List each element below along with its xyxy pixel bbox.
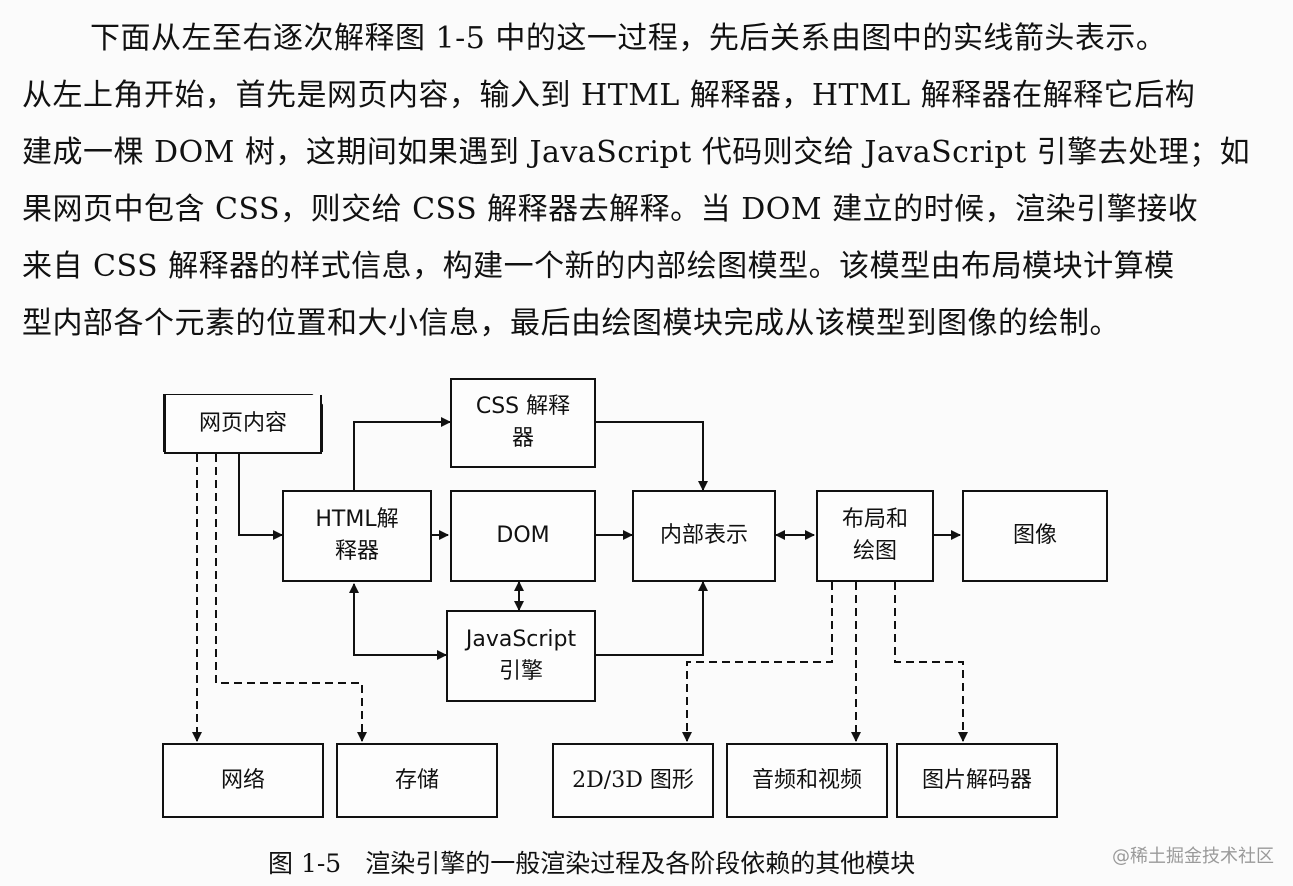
image-decoder-box: 图片解码器 bbox=[896, 743, 1058, 818]
image-box: 图像 bbox=[962, 490, 1108, 582]
dom-box: DOM bbox=[450, 490, 596, 582]
layout-paint-box: 布局和 绘图 bbox=[816, 490, 934, 582]
css-interpreter-label-line2: 器 bbox=[511, 426, 534, 451]
web-content-box: 网页内容 bbox=[164, 395, 322, 454]
figure-caption: 图 1-5 渲染引擎的一般渲染过程及各阶段依赖的其他模块 bbox=[268, 844, 915, 880]
javascript-engine-label-line2: 引擎 bbox=[498, 659, 543, 684]
internal-representation-box: 内部表示 bbox=[632, 490, 776, 582]
figure-caption-text: 渲染引擎的一般渲染过程及各阶段依赖的其他模块 bbox=[365, 849, 916, 878]
css-interpreter-label-line1: CSS 解释 bbox=[475, 394, 571, 419]
paragraph-line: 果网页中包含 CSS，则交给 CSS 解释器去解释。当 DOM 建立的时候，渲染… bbox=[22, 192, 1199, 227]
web-content-label: 网页内容 bbox=[198, 410, 287, 436]
paragraph-line: 从左上角开始，首先是网页内容，输入到 HTML 解释器，HTML 解释器在解释它… bbox=[22, 78, 1196, 113]
network-label: 网络 bbox=[220, 767, 265, 793]
paragraph-line: 建成一棵 DOM 树，这期间如果遇到 JavaScript 代码则交给 Java… bbox=[22, 135, 1251, 170]
layout-paint-label-line2: 绘图 bbox=[852, 539, 897, 564]
watermark: @稀土掘金技术社区 bbox=[1112, 846, 1274, 867]
paragraph-line: 型内部各个元素的位置和大小信息，最后由绘图模块完成从该模型到图像的绘制。 bbox=[22, 306, 1120, 341]
html-interpreter-box: HTML解 释器 bbox=[282, 490, 432, 582]
graphics-2d3d-label: 2D/3D 图形 bbox=[572, 767, 694, 793]
css-interpreter-box: CSS 解释 器 bbox=[450, 378, 596, 468]
network-box: 网络 bbox=[162, 743, 324, 818]
javascript-engine-box: JavaScript 引擎 bbox=[446, 610, 596, 702]
dom-label: DOM bbox=[496, 523, 550, 548]
javascript-engine-label-line1: JavaScript bbox=[465, 627, 577, 652]
html-interpreter-label-line2: 释器 bbox=[334, 539, 379, 564]
internal-representation-label: 内部表示 bbox=[659, 523, 748, 548]
layout-paint-label-line1: 布局和 bbox=[841, 507, 908, 532]
storage-label: 存储 bbox=[394, 767, 439, 793]
storage-box: 存储 bbox=[336, 743, 498, 818]
image-decoder-label: 图片解码器 bbox=[921, 767, 1032, 793]
audio-video-label: 音频和视频 bbox=[751, 767, 862, 793]
graphics-2d3d-box: 2D/3D 图形 bbox=[552, 743, 714, 818]
paragraph-line: 下面从左至右逐次解释图 1-5 中的这一过程，先后关系由图中的实线箭头表示。 bbox=[90, 21, 1167, 56]
paragraph-line: 来自 CSS 解释器的样式信息，构建一个新的内部绘图模型。该模型由布局模块计算模 bbox=[22, 249, 1175, 284]
figure-number: 图 1-5 bbox=[268, 849, 342, 878]
image-label: 图像 bbox=[1012, 523, 1057, 548]
body-paragraph: 下面从左至右逐次解释图 1-5 中的这一过程，先后关系由图中的实线箭头表示。 从… bbox=[22, 10, 1267, 352]
html-interpreter-label-line1: HTML解 bbox=[315, 507, 399, 532]
audio-video-box: 音频和视频 bbox=[726, 743, 888, 818]
